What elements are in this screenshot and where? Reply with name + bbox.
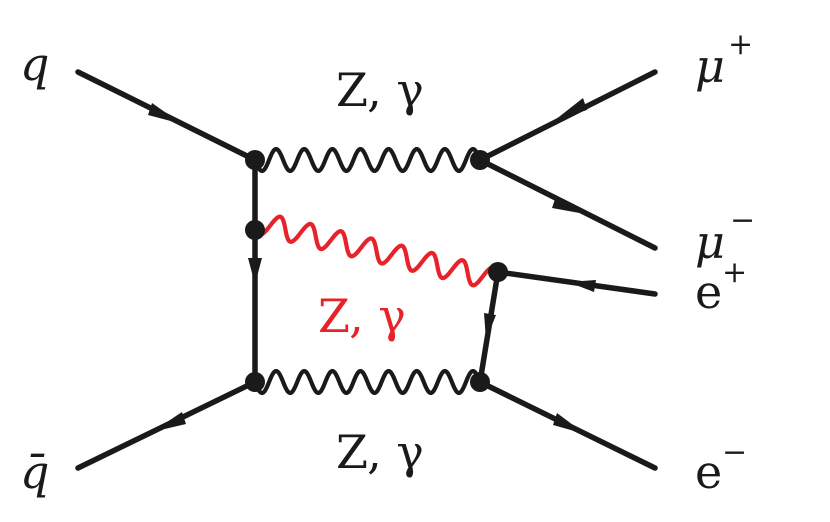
bottom-boson-propagator <box>252 368 483 396</box>
e-minus-symbol: e <box>695 445 722 499</box>
label-antiquark: q̄ <box>20 445 49 499</box>
label-mu-minus: μ − <box>695 203 755 269</box>
internal-electron-arrow <box>484 313 496 340</box>
vertex-lower-right <box>470 372 490 392</box>
label-e-minus: e − <box>695 435 747 499</box>
vertex-upper-right <box>470 150 490 170</box>
mu-plus-symbol: μ <box>695 39 725 93</box>
mu-minus-symbol: μ <box>695 215 725 269</box>
mu-minus-charge: − <box>730 203 755 238</box>
label-mu-plus: μ + <box>695 27 753 93</box>
vertex-lower-left <box>245 372 265 392</box>
label-boson-bottom: Z, γ <box>336 425 424 479</box>
e-minus-arrow <box>553 413 585 434</box>
label-boson-top: Z, γ <box>336 63 424 117</box>
top-boson-propagator <box>252 146 483 174</box>
mu-minus-arrow <box>552 196 585 214</box>
t-channel-arrow <box>248 258 262 284</box>
quark-arrow <box>148 103 182 124</box>
antiquark-arrow <box>152 412 186 432</box>
vertex-upper-left <box>245 150 265 170</box>
vertex-middle-left <box>245 220 265 240</box>
e-plus-symbol: e <box>695 265 722 319</box>
mu-plus-charge: + <box>728 27 753 62</box>
e-plus-arrow <box>568 280 596 292</box>
label-quark: q <box>20 37 49 91</box>
vertex-middle-right <box>488 262 508 282</box>
label-boson-middle: Z, γ <box>318 289 406 343</box>
mu-plus-arrow <box>555 98 587 120</box>
label-e-plus: e + <box>695 255 747 319</box>
radiated-boson-propagator <box>252 214 501 288</box>
e-minus-charge: − <box>722 435 747 470</box>
e-plus-charge: + <box>722 255 747 290</box>
